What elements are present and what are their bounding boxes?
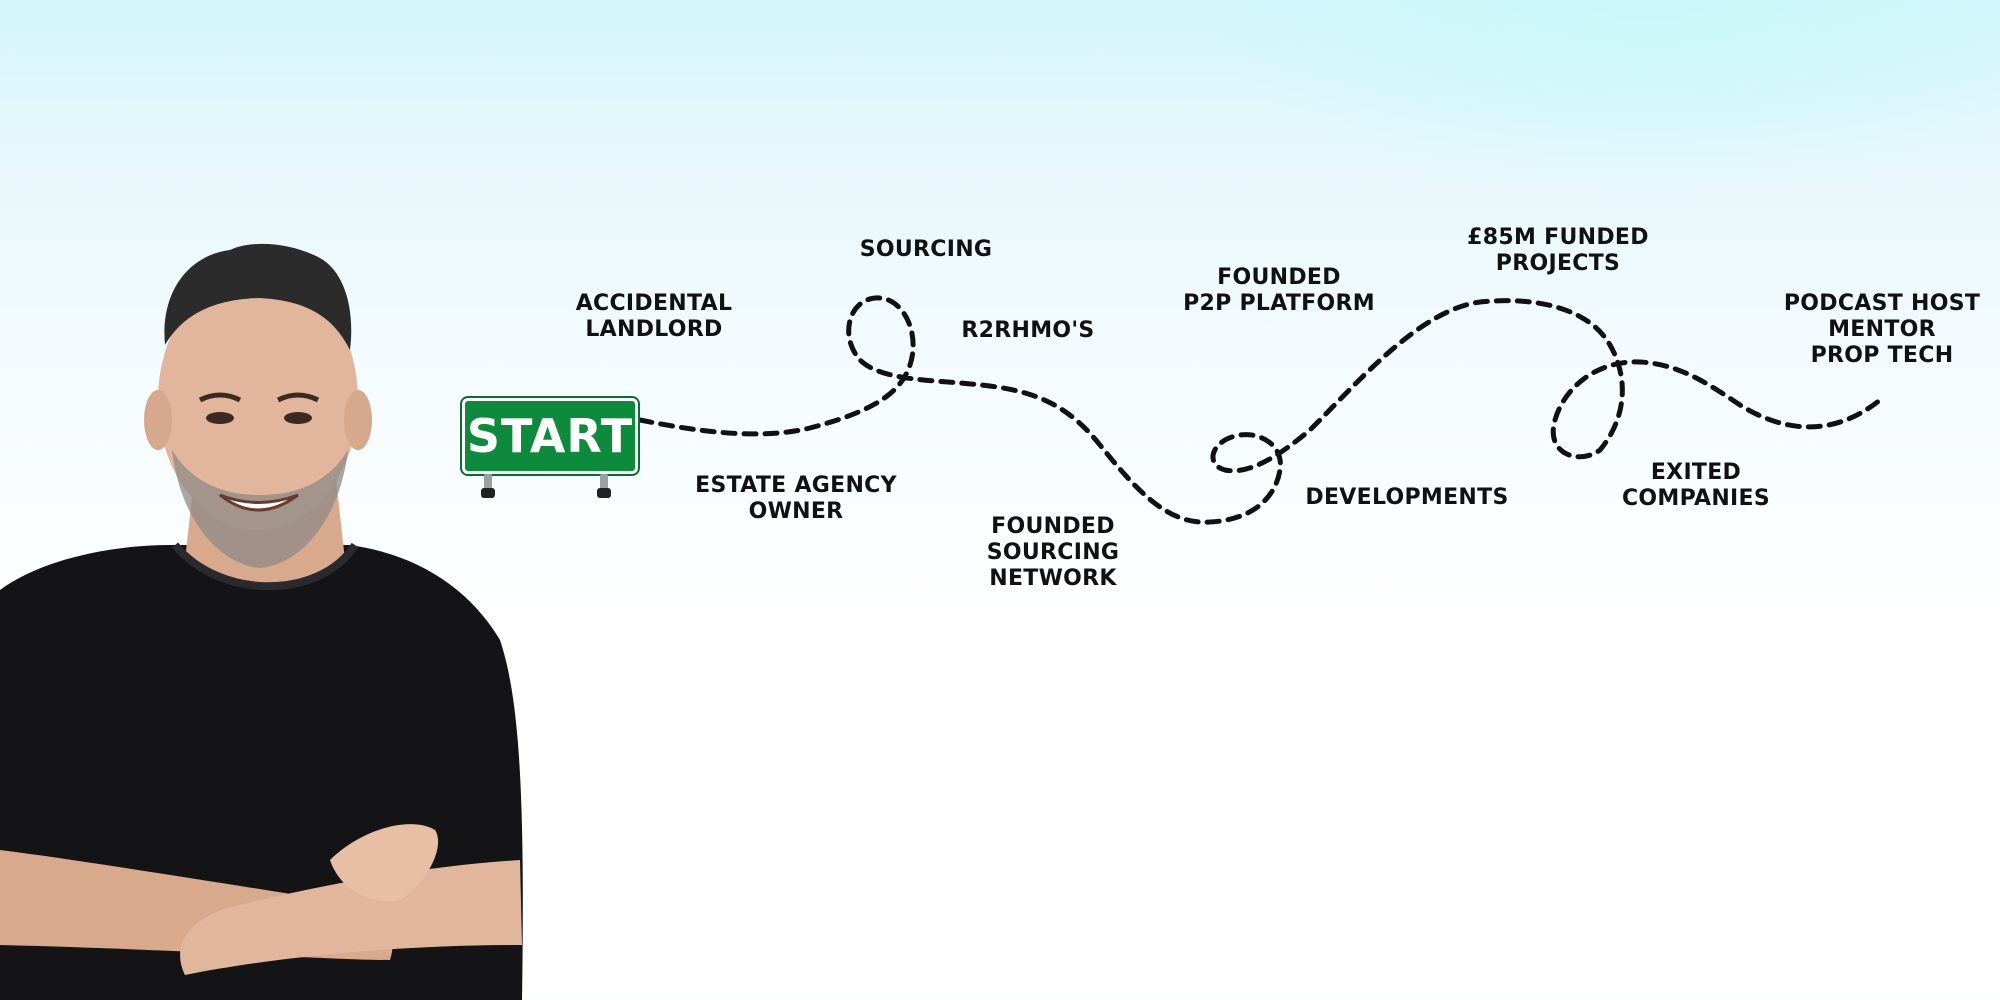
milestone-estate-agency-owner: ESTATE AGENCY OWNER <box>695 473 897 524</box>
sign-post-right <box>600 474 608 492</box>
start-sign-label: START <box>466 409 634 463</box>
sign-foot-left <box>481 488 495 498</box>
milestone-funded-projects: £85M FUNDED PROJECTS <box>1467 225 1649 276</box>
milestone-founded-p2p-platform: FOUNDED P2P PLATFORM <box>1183 265 1375 316</box>
hand <box>330 824 439 901</box>
head <box>158 270 358 530</box>
start-sign-board: START <box>462 398 638 474</box>
milestone-r2rhmos: R2RHMO'S <box>961 318 1095 343</box>
sign-post-left <box>484 474 492 492</box>
milestone-exited-companies: EXITED COMPANIES <box>1621 460 1771 511</box>
hair <box>164 243 352 350</box>
right-forearm <box>180 860 522 975</box>
milestone-developments: DEVELOPMENTS <box>1305 485 1509 510</box>
milestone-podcast-mentor-proptech: PODCAST HOST MENTOR PROP TECH <box>1783 291 1981 368</box>
milestone-accidental-landlord: ACCIDENTAL LANDLORD <box>575 291 733 342</box>
smile <box>219 493 299 512</box>
milestone-sourcing: SOURCING <box>859 237 993 262</box>
journey-path <box>637 295 1883 525</box>
person-photo <box>0 243 523 1000</box>
milestone-founded-sourcing-network: FOUNDED SOURCING NETWORK <box>986 514 1120 591</box>
sign-foot-right <box>597 488 611 498</box>
start-sign: START <box>462 398 638 502</box>
